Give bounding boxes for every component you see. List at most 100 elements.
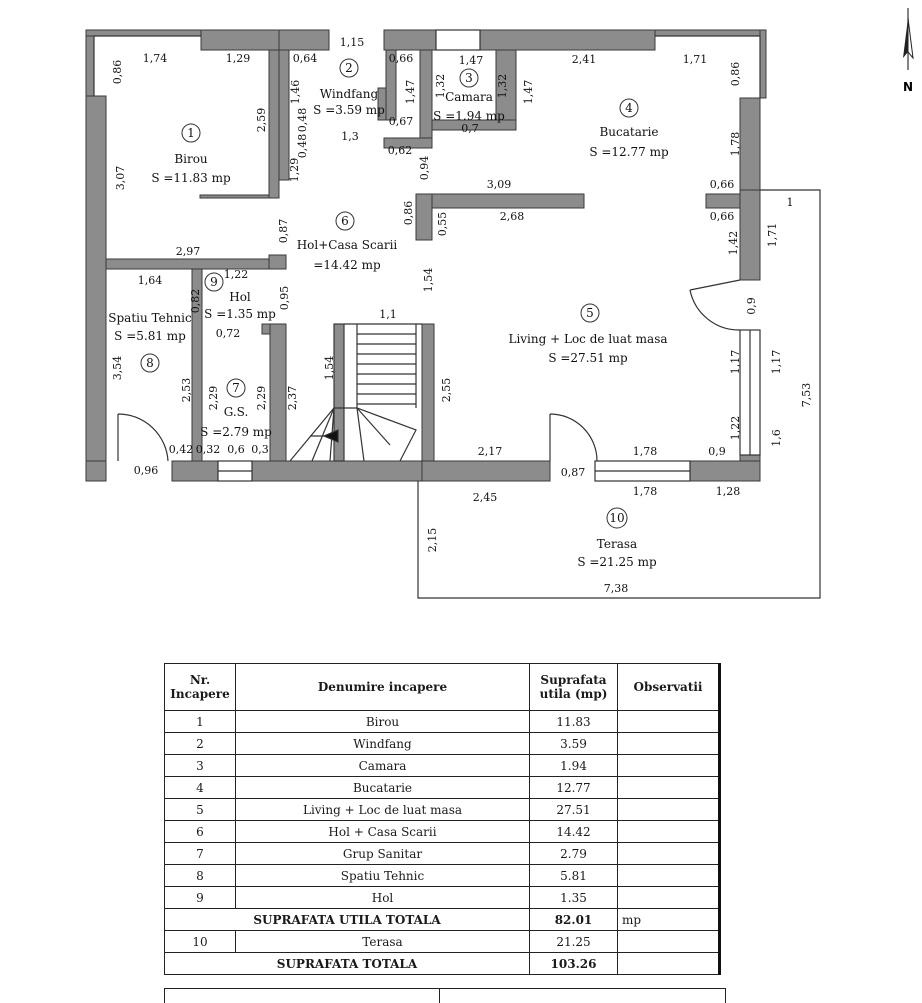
dim-v-6: 1,32 [434, 74, 447, 99]
dim-v-23: 3,54 [111, 356, 124, 381]
cell-area: 27.51 [529, 798, 618, 821]
cell-nr: 9 [164, 886, 236, 909]
cell-obs [617, 776, 721, 799]
cell-name: Hol [235, 886, 530, 909]
dim-h-8: 1,3 [341, 130, 359, 143]
cell-area: 1.35 [529, 886, 618, 909]
cell-name: Grup Sanitar [235, 842, 530, 865]
cell-area: 1.94 [529, 754, 618, 777]
dim-h-6: 2,41 [572, 53, 597, 66]
dim-h-21: 2,17 [478, 445, 503, 458]
room-marker-1 [181, 123, 201, 143]
cell-obs [617, 820, 721, 843]
dim-v-0: 0,86 [111, 60, 124, 85]
cell-name: Living + Loc de luat masa [235, 798, 530, 821]
dim-v-31: 1,17 [770, 350, 783, 375]
cell-area: 12.77 [529, 776, 618, 799]
cell-nr: 2 [164, 732, 236, 755]
dim-v-10: 3,07 [114, 166, 127, 191]
cell-name: Hol + Casa Scarii [235, 820, 530, 843]
dim-v-26: 2,29 [255, 386, 268, 411]
cell-obs [617, 930, 721, 953]
dim-v-15: 0,55 [436, 212, 449, 237]
interior-walls [105, 49, 741, 462]
room-number-5: 5 [586, 306, 594, 320]
dim-v-20: 0,82 [189, 289, 202, 314]
total-obs [617, 952, 721, 975]
room-number-10: 10 [609, 511, 624, 525]
dim-v-17: 1,42 [727, 231, 740, 256]
total-util-label: SUPRAFATA UTILA TOTALA [164, 908, 530, 931]
cell-nr: 4 [164, 776, 236, 799]
dim-v-30: 1,17 [729, 350, 742, 375]
dim-v-7: 1,32 [496, 74, 509, 99]
room-number-1: 1 [187, 126, 195, 140]
cell-obs [617, 798, 721, 821]
dim-h-3: 0,64 [293, 52, 318, 65]
dim-h-27: 0,32 [196, 443, 221, 456]
room-number-8: 8 [146, 356, 154, 370]
cell-nr: 7 [164, 842, 236, 865]
room-area-6: =14.42 mp [313, 258, 381, 272]
cell-nr: 10 [164, 930, 236, 953]
dim-v-9: 0,86 [729, 62, 742, 87]
room-marker-9 [204, 272, 224, 292]
dim-v-33: 1,22 [729, 416, 742, 441]
dim-h-20: 1,1 [379, 308, 397, 321]
cell-area: 11.83 [529, 710, 618, 733]
dim-h-23: 1,78 [633, 445, 658, 458]
dim-h-17: 1,64 [138, 274, 163, 287]
dim-v-28: 1,54 [323, 356, 336, 381]
cell-name: Bucatarie [235, 776, 530, 799]
dim-h-26: 0,42 [169, 443, 194, 456]
room-number-6: 6 [341, 214, 349, 228]
dim-h-32: 1,28 [716, 485, 741, 498]
room-marker-4 [619, 98, 639, 118]
dim-h-11: 0,7 [461, 122, 479, 135]
dim-v-12: 1,29 [288, 158, 301, 183]
header-nr: Nr. Incapere [164, 663, 236, 711]
cell-area: 2.79 [529, 842, 618, 865]
room-area-4: S =12.77 mp [589, 145, 669, 159]
cell-name: Camara [235, 754, 530, 777]
cell-name: Spatiu Tehnic [235, 864, 530, 887]
dim-h-0: 1,74 [143, 52, 168, 65]
room-name-10: Terasa [597, 537, 637, 551]
dim-v-18: 1,71 [766, 223, 779, 248]
dim-v-4: 0,48 [296, 134, 309, 159]
dim-h-1: 1,29 [226, 52, 251, 65]
cell-nr: 8 [164, 864, 236, 887]
dim-v-5: 1,47 [404, 80, 417, 105]
dim-v-24: 2,53 [180, 378, 193, 403]
room-area-3: S =1.94 mp [433, 109, 505, 123]
cell-nr: 1 [164, 710, 236, 733]
room-marker-2 [339, 58, 359, 78]
room-area-9: S =1.35 mp [204, 307, 276, 321]
room-marker-6 [335, 211, 355, 231]
doors [117, 279, 741, 462]
area-table: Nr. Incapere Denumire incapere Suprafata… [164, 663, 721, 975]
dim-h-13: 2,68 [500, 210, 525, 223]
total-label: SUPRAFATA TOTALA [164, 952, 530, 975]
room-name-6: Hol+Casa Scarii [297, 238, 398, 252]
cell-nr: 3 [164, 754, 236, 777]
room-area-7: S =2.79 mp [200, 425, 272, 439]
exterior-walls [85, 29, 767, 482]
dim-v-21: 0,95 [278, 286, 291, 311]
room-name-8: Spatiu Tehnic [108, 311, 192, 325]
room-area-8: S =5.81 mp [114, 329, 186, 343]
staircase [289, 323, 422, 462]
cell-obs [617, 754, 721, 777]
room-area-2: S =3.59 mp [313, 103, 385, 117]
dim-h-25: 0,96 [134, 464, 159, 477]
cell-obs [617, 886, 721, 909]
room-area-5: S =27.51 mp [548, 351, 628, 365]
dim-h-10: 0,62 [388, 144, 413, 157]
